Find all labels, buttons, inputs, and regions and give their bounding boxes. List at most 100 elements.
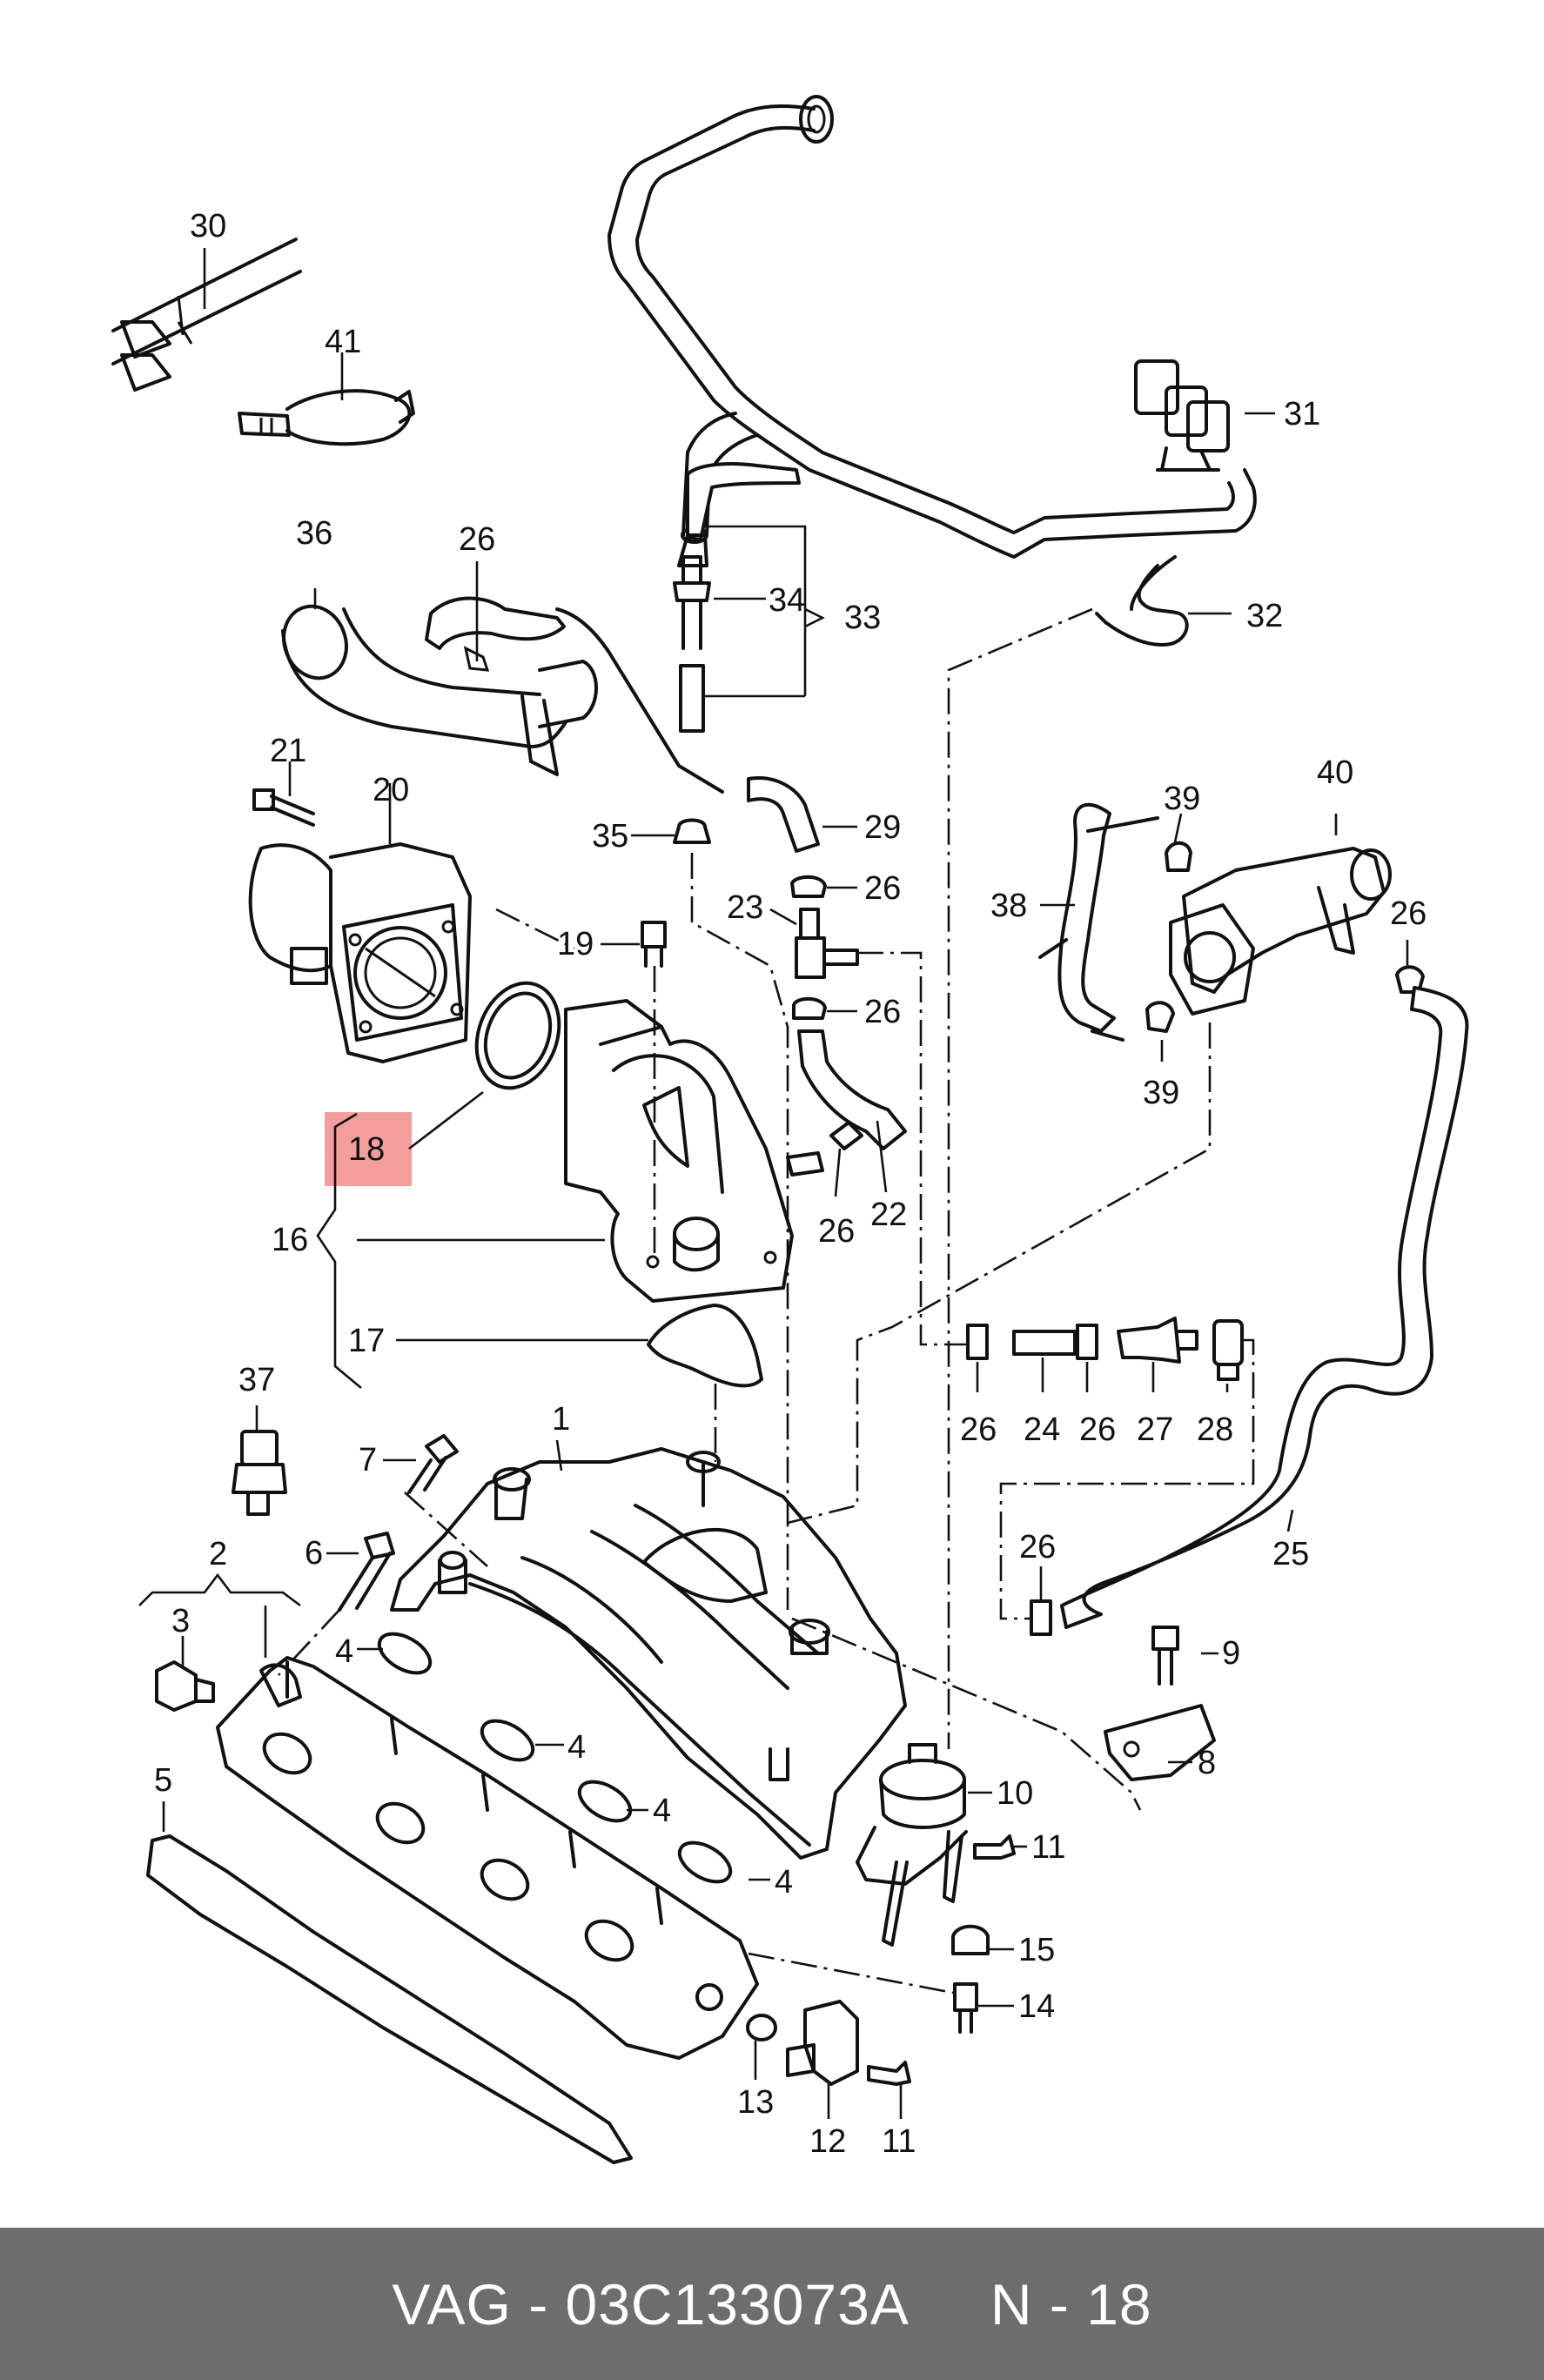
hose-24 — [1012, 1330, 1077, 1356]
exploded-parts-diagram: 30 4 1 3 6 26 21 20 19 18 16 17 35 34 33 3… — [111, 95, 1469, 2164]
callout-26: 26 — [1019, 1529, 1056, 1565]
hose-29 — [747, 776, 820, 853]
callout-5: 5 — [154, 1762, 172, 1799]
callout-3: 3 — [171, 1603, 190, 1639]
callout-26: 26 — [864, 870, 901, 907]
callout-7: 7 — [359, 1442, 377, 1478]
callout-8: 8 — [1198, 1745, 1216, 1781]
callout-29: 29 — [864, 809, 901, 846]
hose-33-lower — [679, 664, 705, 733]
hose-32 — [1095, 564, 1189, 647]
clip-26-g — [1076, 1324, 1098, 1360]
sensor-3 — [155, 1660, 215, 1712]
callout-2: 2 — [209, 1536, 227, 1572]
throttle-body-20 — [248, 842, 472, 1063]
callout-4: 4 — [653, 1793, 671, 1829]
clip-26-b — [790, 875, 827, 898]
bolt-19 — [641, 921, 667, 968]
clip-39-bottom — [1145, 1001, 1175, 1033]
callout-26: 26 — [818, 1213, 855, 1250]
sensor-12 — [786, 2000, 859, 2086]
bolt-7 — [407, 1434, 459, 1494]
callout-37: 37 — [238, 1362, 275, 1398]
clip-26-d — [829, 1121, 863, 1150]
callout-26: 26 — [864, 994, 901, 1030]
egr-valve-40 — [1169, 847, 1392, 1016]
callout-39: 39 — [1164, 781, 1200, 817]
check-valve-27 — [1117, 1317, 1198, 1364]
o-ring-13 — [746, 2014, 777, 2041]
fitting-28 — [1212, 1319, 1244, 1381]
cap-15 — [951, 1924, 990, 1955]
callout-12: 12 — [809, 2123, 846, 2160]
callout-1: 1 — [552, 1401, 570, 1438]
caption-bar: VAG - 03C133073A N - 18 — [0, 2228, 1544, 2380]
clip-39-top — [1165, 841, 1192, 872]
intake-elbow-16 — [564, 999, 794, 1303]
callout-labels: 30 4 1 3 6 26 21 20 19 18 16 17 35 34 33 3… — [154, 208, 1427, 2160]
callout-20: 20 — [373, 772, 409, 808]
callout-14: 14 — [1018, 1988, 1055, 2025]
callout-21: 21 — [270, 733, 306, 769]
callout-26: 26 — [960, 1411, 997, 1448]
gasket-4-a — [377, 1632, 433, 1675]
gasket-5 — [146, 1834, 633, 2164]
callout-27: 27 — [1137, 1411, 1173, 1448]
hose-22 — [797, 1029, 907, 1150]
callout-34: 34 — [769, 582, 805, 619]
leader-lines — [138, 248, 1409, 2119]
part-number-caption: VAG - 03C133073A N - 18 — [392, 2271, 1152, 2336]
callout-40: 40 — [1317, 754, 1353, 791]
clip-26-c — [792, 996, 827, 1020]
callout-11: 11 — [1031, 1829, 1065, 1866]
pipe-36 — [281, 604, 598, 776]
gasket-4-b — [480, 1719, 535, 1762]
bolt-21 — [252, 788, 315, 827]
callout-19: 19 — [557, 926, 594, 962]
callout-24: 24 — [1024, 1411, 1060, 1448]
callout-18: 18 — [348, 1131, 385, 1168]
callout-30: 30 — [190, 208, 226, 245]
cylinder-head-2 — [216, 1656, 759, 2060]
hose-25 — [1060, 986, 1469, 1629]
callout-32: 32 — [1246, 598, 1283, 634]
clip-26-f — [966, 1324, 989, 1360]
callout-26: 26 — [1390, 895, 1427, 932]
gasket-4-c — [577, 1780, 633, 1823]
callout-22: 22 — [870, 1197, 907, 1233]
callout-4: 4 — [567, 1729, 586, 1766]
callout-25: 25 — [1272, 1536, 1309, 1572]
gasket-4-d — [677, 1840, 733, 1884]
callout-13: 13 — [737, 2084, 774, 2121]
callout-28: 28 — [1197, 1411, 1233, 1448]
bolt-6 — [338, 1532, 395, 1612]
hose-38 — [1057, 802, 1116, 1033]
hose-clamp-41 — [238, 389, 415, 446]
callout-6: 6 — [305, 1535, 323, 1572]
bolt-11-upper — [973, 1834, 1016, 1860]
intake-manifold-1 — [390, 1447, 907, 1860]
callout-10: 10 — [997, 1775, 1033, 1812]
vacuum-actuator-10 — [856, 1743, 968, 1947]
callout-16: 16 — [272, 1222, 308, 1258]
callout-35: 35 — [592, 818, 628, 855]
valve-14 — [953, 1982, 978, 2034]
line-33 — [677, 462, 801, 567]
callout-26: 26 — [1079, 1411, 1116, 1448]
callout-4: 4 — [335, 1633, 353, 1670]
clip-26-h — [1030, 1599, 1052, 1636]
callout-26: 26 — [459, 521, 495, 558]
callout-23: 23 — [727, 889, 763, 926]
gasket-18 — [474, 981, 561, 1090]
gasket-17 — [647, 1304, 763, 1388]
callout-17: 17 — [348, 1323, 385, 1359]
bolt-11-lower — [867, 2061, 911, 2086]
sensor-8 — [1104, 1704, 1216, 1781]
callout-9: 9 — [1222, 1635, 1240, 1672]
callout-33: 33 — [844, 600, 881, 636]
bolt-9 — [1151, 1626, 1179, 1686]
connector-34 — [673, 555, 711, 650]
hose-26-top — [425, 596, 566, 650]
cable-ties-30 — [111, 238, 302, 392]
t-connector-23 — [795, 908, 859, 979]
